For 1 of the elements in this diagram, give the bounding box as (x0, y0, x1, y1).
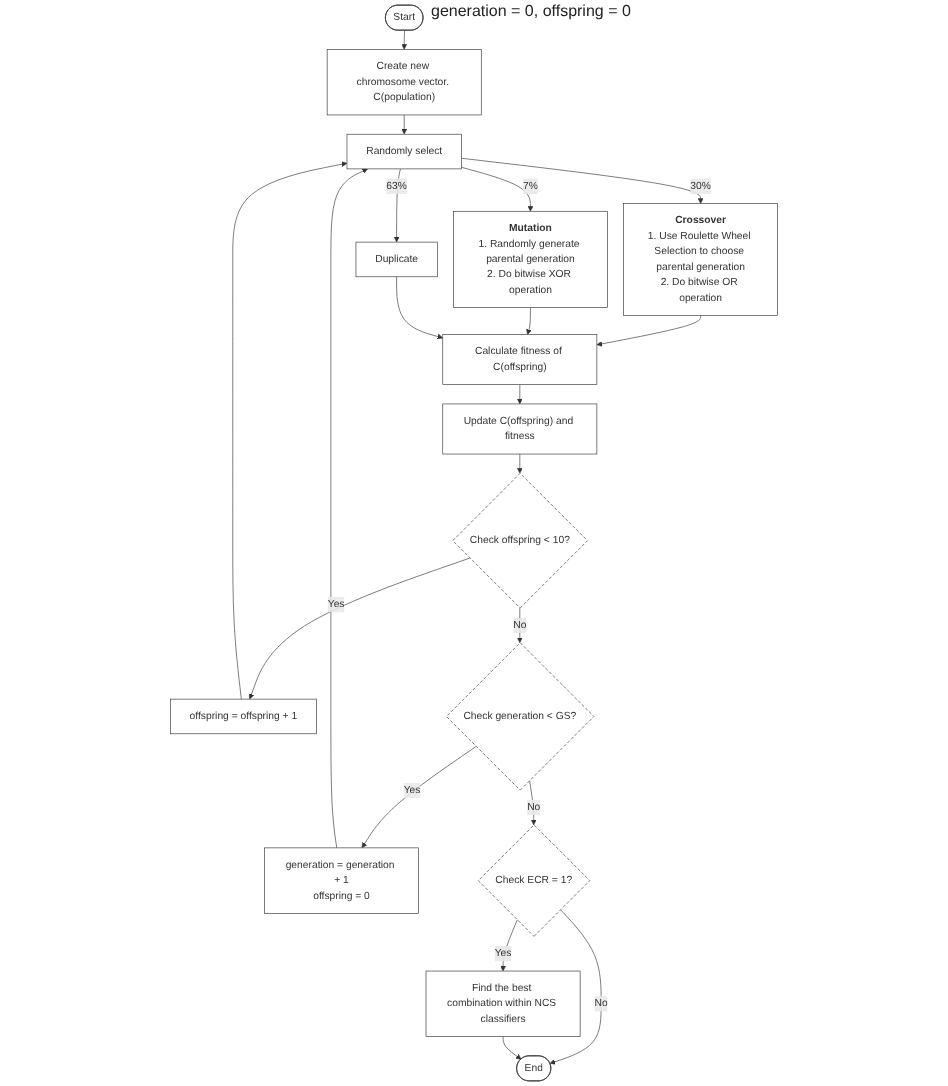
annotation-text: generation = 0, offspring = 0 (431, 1, 631, 20)
